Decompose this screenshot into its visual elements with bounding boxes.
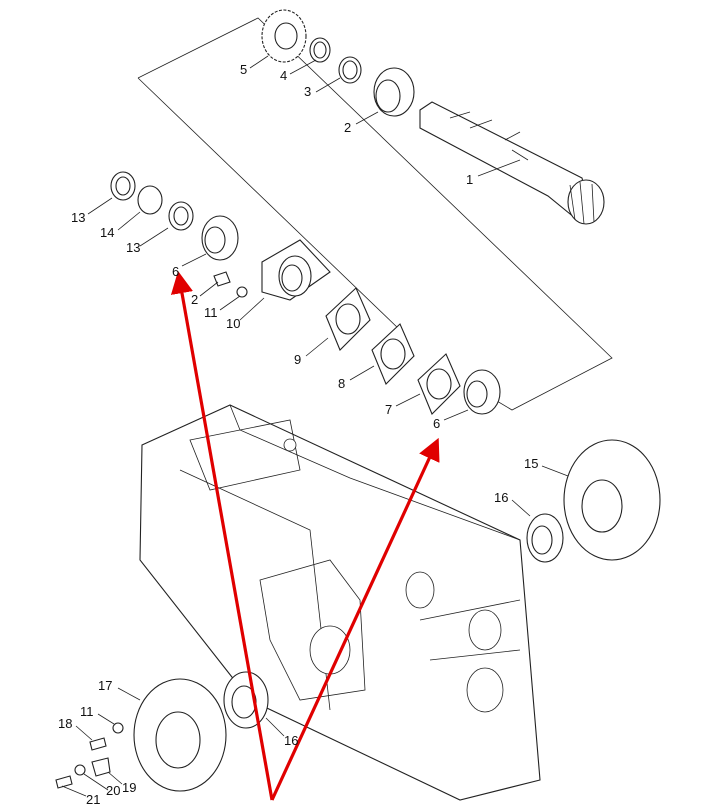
lock-washer-14 <box>137 185 163 215</box>
label-15: 15 <box>524 456 538 471</box>
red-arrow-right <box>270 437 440 801</box>
label-2-bolt: 2 <box>191 292 198 307</box>
red-arrow-left <box>170 270 274 801</box>
nut-13-upper-bore <box>115 176 131 196</box>
label-8: 8 <box>338 376 345 391</box>
gasket-7-bore <box>426 368 452 400</box>
label-9: 9 <box>294 352 301 367</box>
gasket-9-bore <box>335 303 361 335</box>
shaft-bearing <box>373 67 415 117</box>
lock-plate-19 <box>91 757 111 777</box>
label-21: 21 <box>86 792 100 807</box>
label-13-lower: 13 <box>126 240 140 255</box>
pinion-shaft <box>419 101 605 225</box>
nut-13-lower-bore <box>173 206 189 226</box>
label-17: 17 <box>98 678 112 693</box>
label-2-shaft: 2 <box>344 120 351 135</box>
washer-20 <box>74 764 86 776</box>
gearbox-housing <box>139 404 541 801</box>
bearing-6-left-bore <box>204 226 226 254</box>
circlip-4 <box>309 37 331 63</box>
label-5: 5 <box>240 62 247 77</box>
label-6-right: 6 <box>433 416 440 431</box>
label-19: 19 <box>122 780 136 795</box>
seal-carrier-16-right <box>526 513 564 563</box>
seal-carrier-16-left <box>223 671 269 729</box>
label-6-left: 6 <box>172 264 179 279</box>
label-14: 14 <box>100 225 114 240</box>
washer-11-lower <box>112 722 124 734</box>
label-16-right: 16 <box>494 490 508 505</box>
gasket-8-bore <box>380 338 406 370</box>
label-11-upper: 11 <box>204 305 218 320</box>
label-3: 3 <box>304 84 311 99</box>
label-11-lower: 11 <box>80 704 94 719</box>
label-18: 18 <box>58 716 72 731</box>
label-16-left: 16 <box>284 733 298 748</box>
output-flange-15 <box>563 439 661 561</box>
label-1: 1 <box>466 172 473 187</box>
bearing-housing-10 <box>261 239 331 301</box>
label-4: 4 <box>280 68 287 83</box>
label-10: 10 <box>226 316 240 331</box>
bolt-21 <box>55 775 73 789</box>
washer-11-upper <box>236 286 248 298</box>
spur-gear <box>261 9 307 63</box>
label-13-upper: 13 <box>71 210 85 225</box>
label-7: 7 <box>385 402 392 417</box>
bearing-6-right-bore <box>466 380 488 408</box>
label-20: 20 <box>106 783 120 798</box>
circlip-3 <box>338 56 362 84</box>
bolt-18 <box>89 737 107 751</box>
bolt-2 <box>213 271 231 287</box>
output-flange-17 <box>133 678 227 792</box>
leader-lines <box>61 55 569 797</box>
